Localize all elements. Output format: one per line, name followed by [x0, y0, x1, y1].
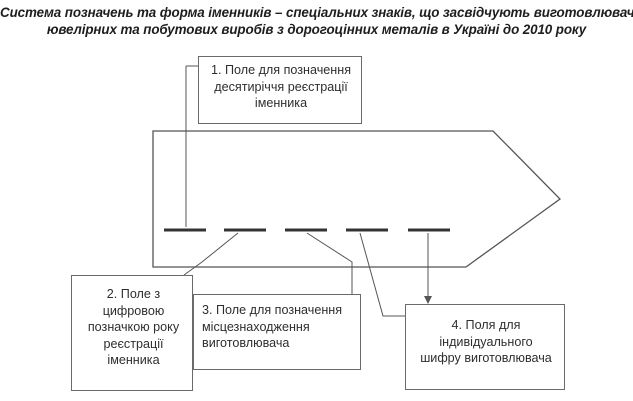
callout-2-line-4: реєстрації	[103, 336, 164, 351]
callout-3-line-1: 3. Поле для позначення	[202, 303, 343, 317]
callout-code-fields: 4. Поля для індивідуального шифру вигото…	[405, 304, 565, 390]
callout-1-line-2: десятиріччя реєстрації	[214, 79, 348, 94]
callout-3-line-3: виготовлювача	[202, 336, 290, 350]
callout-2-line-2: цифровою	[102, 303, 165, 318]
callout-2-line-1: 2. Поле з	[106, 287, 161, 301]
callout-2-line-5: іменника	[107, 353, 160, 367]
callout-4-line-3: шифру виготовлювача	[420, 351, 552, 365]
callout-3-line-2: місцезнаходження	[202, 319, 310, 334]
title-line-2: ювелірних та побутових виробів з дорогоц…	[46, 22, 587, 37]
callout-4-line-2: індивідуального	[439, 334, 533, 349]
callout-location-field: 3. Поле для позначення місцезнаходження …	[193, 294, 361, 370]
leader-line-2	[183, 232, 239, 276]
title-line-1: Система позначень та форма іменників – с…	[0, 5, 633, 20]
leader-line-4	[359, 232, 405, 317]
callout-year-field: 2. Поле з цифровою позначкою року реєстр…	[71, 275, 193, 391]
arrow-head-icon	[424, 296, 432, 304]
callout-1-line-3: іменника	[254, 96, 308, 110]
diagram-title: Система позначень та форма іменників – с…	[0, 4, 633, 38]
callout-1-line-1: 1. Поле для позначення	[210, 63, 352, 77]
callout-4-line-1: 4. Поля для	[451, 318, 521, 332]
callout-2-line-3: позначкою року	[87, 320, 180, 334]
hallmark-shape	[152, 130, 561, 268]
callout-decade-field: 1. Поле для позначення десятиріччя реєст…	[198, 56, 362, 124]
leader-line-3	[306, 232, 353, 294]
